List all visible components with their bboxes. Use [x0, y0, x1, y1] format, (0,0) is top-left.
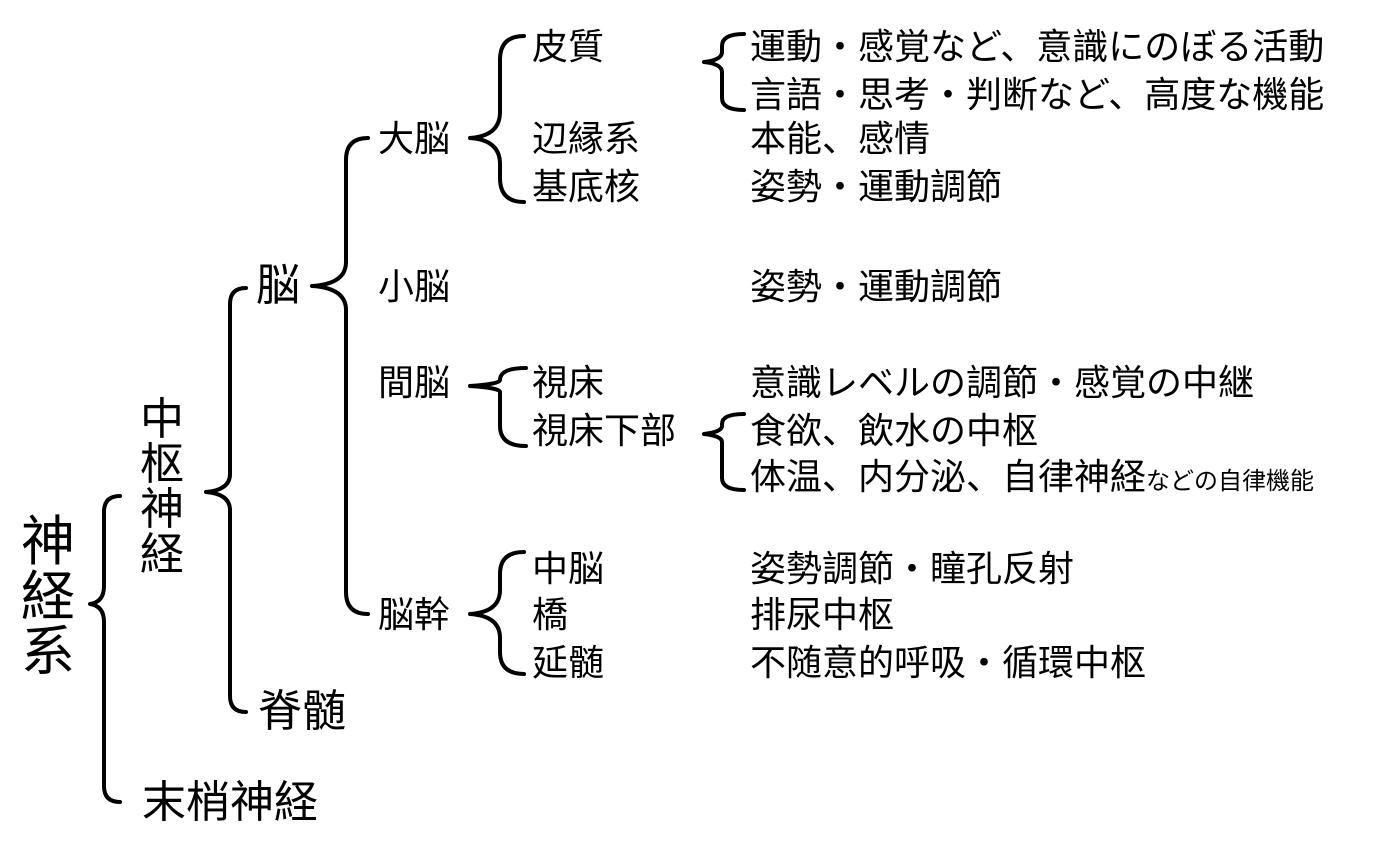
cerebellum-function: 姿勢・運動調節 [750, 267, 1003, 308]
bracket-brain [310, 136, 370, 616]
bracket-cortex-functions [702, 32, 746, 112]
diencephalon-label: 間脳 [378, 363, 451, 404]
hypothalamus-function-2-small: などの自律機能 [1146, 467, 1315, 495]
hypothalamus-function-2: 体温、内分泌、自律神経などの自律機能 [750, 460, 1314, 496]
thalamus-function: 意識レベルの調節・感覚の中継 [750, 363, 1255, 404]
basal-ganglia-label: 基底核 [532, 167, 641, 208]
hypothalamus-function-1: 食欲、飲水の中枢 [750, 411, 1039, 452]
root-label: 神経系 [21, 510, 75, 684]
hypothalamus-function-2-main: 体温、内分泌、自律神経 [750, 457, 1147, 498]
bracket-nervous-system [88, 494, 122, 804]
bracket-diencephalon [468, 366, 528, 448]
bracket-hypothalamus-functions [702, 412, 746, 492]
spinal-cord-label: 脊髄 [258, 686, 346, 737]
pons-label: 橋 [532, 595, 569, 636]
midbrain-label: 中脳 [532, 549, 605, 590]
limbic-function: 本能、感情 [750, 119, 931, 160]
central-nervous-label: 中枢神経 [140, 394, 184, 580]
limbic-label: 辺縁系 [532, 119, 641, 160]
basal-ganglia-function: 姿勢・運動調節 [750, 167, 1003, 208]
peripheral-nervous-label: 末梢神経 [142, 777, 318, 828]
brain-label: 脳 [256, 260, 300, 311]
bracket-central-nervous [204, 286, 248, 714]
hypothalamus-label: 視床下部 [532, 411, 677, 452]
bracket-cerebrum [468, 34, 526, 204]
thalamus-label: 視床 [532, 363, 605, 404]
cerebrum-label: 大脳 [378, 119, 451, 160]
cortex-function-2: 言語・思考・判断など、高度な機能 [750, 75, 1325, 116]
medulla-label: 延髄 [532, 643, 605, 684]
cortex-label: 皮質 [532, 27, 605, 68]
midbrain-function: 姿勢調節・瞳孔反射 [750, 549, 1075, 590]
bracket-brainstem [468, 550, 526, 676]
cerebellum-label: 小脳 [378, 267, 451, 308]
pons-function: 排尿中枢 [750, 595, 895, 636]
cortex-function-1: 運動・感覚など、意識にのぼる活動 [750, 27, 1325, 68]
medulla-function: 不随意的呼吸・循環中枢 [750, 643, 1147, 684]
brainstem-label: 脳幹 [378, 595, 451, 636]
